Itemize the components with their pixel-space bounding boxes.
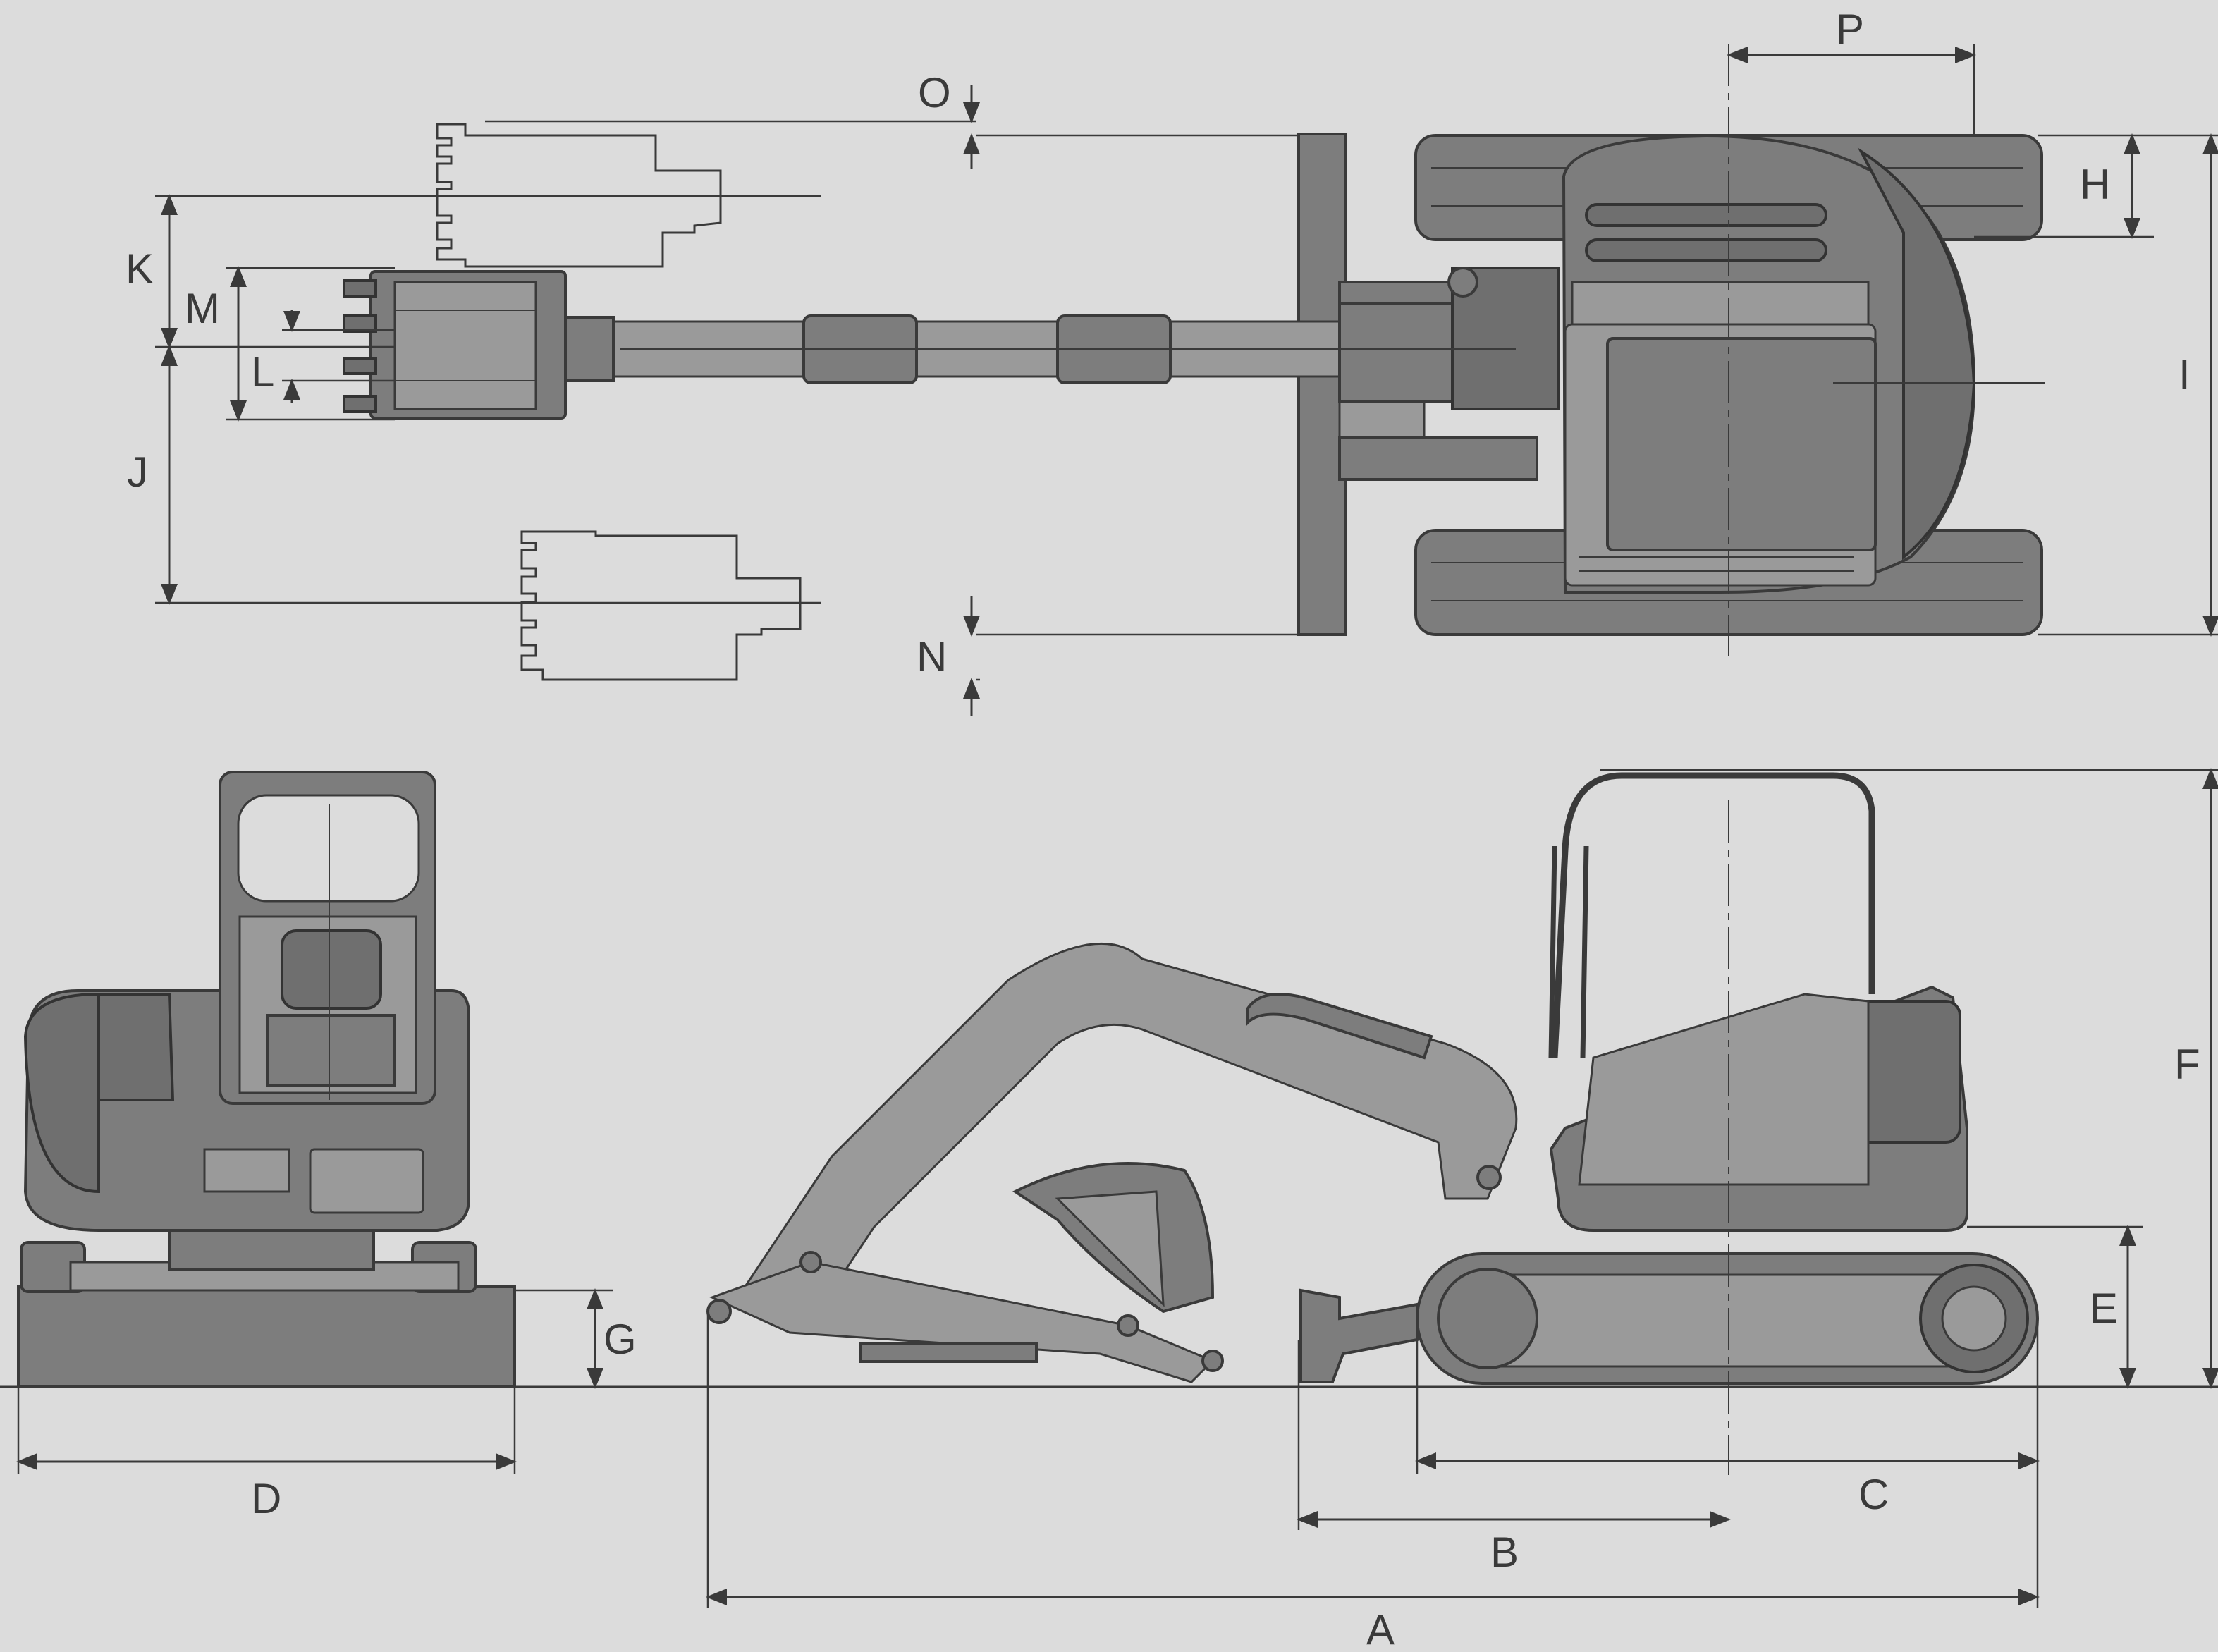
dimension-label-n: N xyxy=(917,633,947,680)
dimension-label-b: B xyxy=(1490,1529,1519,1576)
side-view: A B C E F xyxy=(706,768,2218,1652)
dimension-label-e: E xyxy=(2090,1285,2118,1332)
dimension-label-f: F xyxy=(2174,1041,2200,1088)
side-view-boom xyxy=(731,942,1518,1334)
dimension-label-c: C xyxy=(1858,1471,1889,1518)
dimension-label-l: L xyxy=(251,348,274,396)
dimension-label-o: O xyxy=(918,69,951,116)
dimension-label-m: M xyxy=(185,285,220,332)
side-view-arm xyxy=(709,1261,1215,1383)
side-view-dozer-blade xyxy=(1299,1288,1419,1383)
top-view: P O H I K M L J N xyxy=(125,6,2218,716)
top-view-bucket xyxy=(343,270,567,420)
dimension-label-h: H xyxy=(2080,161,2110,208)
dimension-label-p: P xyxy=(1836,6,1864,53)
dimension-label-d: D xyxy=(251,1475,281,1522)
side-view-canopy xyxy=(1551,772,1875,1058)
dimension-label-i: I xyxy=(2179,351,2191,398)
front-view: D G xyxy=(16,771,637,1522)
dimension-label-a: A xyxy=(1366,1606,1395,1652)
dimension-label-g: G xyxy=(603,1316,637,1363)
dimension-label-k: K xyxy=(125,245,154,293)
top-view-boom-swing-right-outline xyxy=(520,530,802,681)
dimension-label-j: J xyxy=(127,448,148,496)
front-view-track-frame xyxy=(17,1285,516,1388)
